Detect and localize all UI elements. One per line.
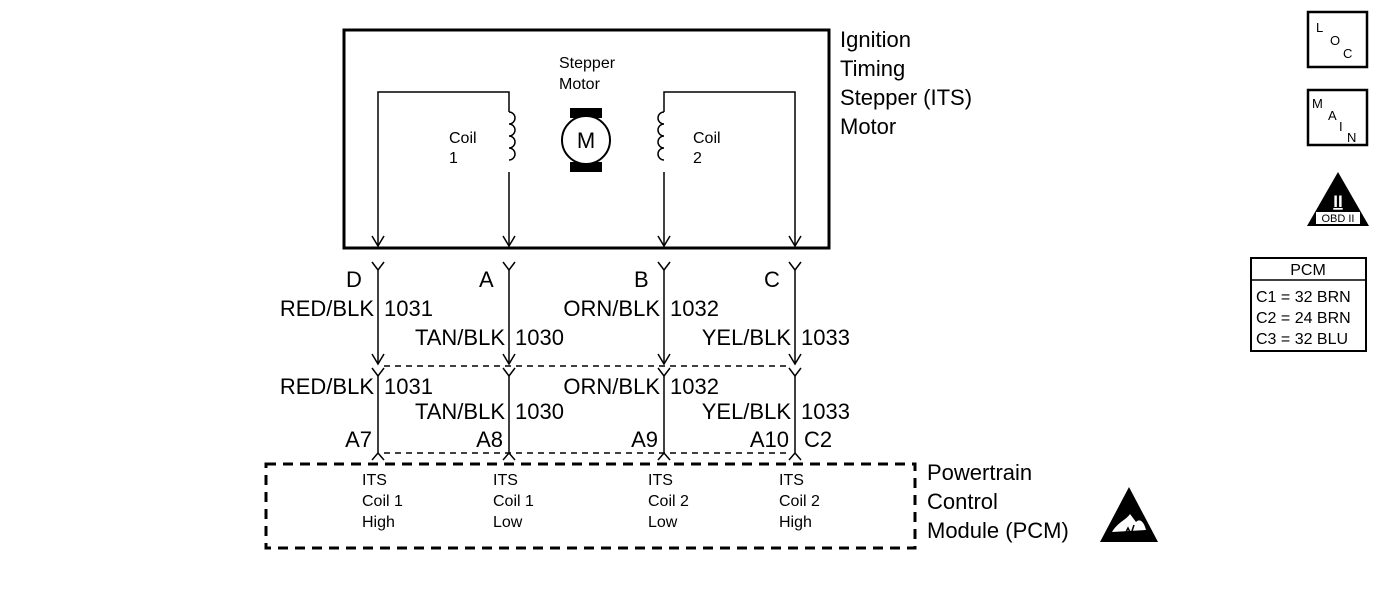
svg-text:A: A (1328, 108, 1337, 123)
svg-text:C1 = 32 BRN: C1 = 32 BRN (1256, 289, 1351, 306)
lower-wire-labels: RED/BLK 1031 TAN/BLK 1030 ORN/BLK 1032 Y… (280, 374, 850, 424)
loc-button[interactable]: L O C (1306, 10, 1369, 69)
wire-runs (371, 261, 802, 461)
svg-text:1033: 1033 (801, 325, 850, 350)
svg-text:A8: A8 (476, 427, 503, 452)
svg-text:A10: A10 (750, 427, 789, 452)
svg-text:ITS: ITS (779, 472, 804, 489)
motor-terminal-arrows (371, 235, 802, 248)
svg-text:ITS: ITS (648, 472, 673, 489)
svg-text:High: High (779, 514, 812, 531)
svg-text:Coil 2: Coil 2 (648, 493, 689, 510)
pcm-terminal-1: ITS Coil 1 High (362, 472, 403, 531)
svg-text:YEL/BLK: YEL/BLK (702, 325, 792, 350)
pcm-connector-table: PCM C1 = 32 BRN C2 = 24 BRN C3 = 32 BLU (1250, 257, 1367, 352)
svg-text:ORN/BLK: ORN/BLK (563, 374, 660, 399)
svg-text:Stepper: Stepper (559, 55, 616, 72)
svg-text:C: C (1343, 46, 1352, 61)
svg-text:Module (PCM): Module (PCM) (927, 518, 1069, 543)
svg-text:Coil 1: Coil 1 (362, 493, 403, 510)
pcm-terminal-4: ITS Coil 2 High (779, 472, 820, 531)
svg-text:1031: 1031 (384, 296, 433, 321)
svg-text:Powertrain: Powertrain (927, 460, 1032, 485)
pcm-connector-pins: A7 A8 A9 A10 C2 (345, 427, 832, 452)
svg-text:Stepper (ITS): Stepper (ITS) (840, 85, 972, 110)
svg-text:II: II (1333, 192, 1342, 211)
svg-text:1032: 1032 (670, 296, 719, 321)
svg-text:OBD II: OBD II (1321, 213, 1354, 225)
upper-wire-labels: RED/BLK 1031 TAN/BLK 1030 ORN/BLK 1032 Y… (280, 296, 850, 350)
svg-text:TAN/BLK: TAN/BLK (415, 325, 505, 350)
svg-text:2: 2 (693, 150, 702, 167)
svg-text:High: High (362, 514, 395, 531)
svg-text:Low: Low (648, 514, 678, 531)
obd-ii-button[interactable]: II OBD II (1307, 172, 1369, 226)
svg-text:I: I (1339, 119, 1343, 134)
coil-2-circuit (657, 91, 796, 246)
svg-text:1032: 1032 (670, 374, 719, 399)
svg-text:1030: 1030 (515, 325, 564, 350)
svg-text:1030: 1030 (515, 399, 564, 424)
esd-warning-icon (1100, 487, 1158, 542)
svg-text:Motor: Motor (840, 114, 896, 139)
svg-text:M: M (577, 128, 595, 153)
svg-text:Coil: Coil (693, 130, 721, 147)
its-motor-box (342, 28, 831, 250)
coil-2-label: Coil 2 (693, 130, 721, 167)
svg-text:Control: Control (927, 489, 998, 514)
svg-text:C3 = 32 BLU: C3 = 32 BLU (1256, 331, 1348, 348)
svg-text:C2 = 24 BRN: C2 = 24 BRN (1256, 310, 1351, 327)
svg-text:YEL/BLK: YEL/BLK (702, 399, 792, 424)
stepper-motor-label: Stepper Motor (559, 55, 616, 93)
svg-text:RED/BLK: RED/BLK (280, 296, 374, 321)
svg-text:Low: Low (493, 514, 523, 531)
its-motor-title: Ignition Timing Stepper (ITS) Motor (840, 27, 972, 139)
pcm-terminal-3: ITS Coil 2 Low (648, 472, 689, 531)
coil-1-circuit (377, 91, 516, 246)
svg-text:Coil: Coil (449, 130, 477, 147)
svg-text:RED/BLK: RED/BLK (280, 374, 374, 399)
svg-text:M: M (1312, 96, 1323, 111)
svg-text:PCM: PCM (1290, 262, 1326, 279)
svg-text:A7: A7 (345, 427, 372, 452)
svg-text:C2: C2 (804, 427, 832, 452)
upper-connector-pins: D A B C (346, 267, 780, 292)
pcm-box (264, 462, 917, 550)
svg-text:L: L (1316, 20, 1323, 35)
svg-text:ORN/BLK: ORN/BLK (563, 296, 660, 321)
svg-text:ITS: ITS (493, 472, 518, 489)
pcm-title: Powertrain Control Module (PCM) (927, 460, 1069, 543)
svg-text:Timing: Timing (840, 56, 905, 81)
svg-text:A: A (479, 267, 494, 292)
svg-text:Motor: Motor (559, 76, 601, 93)
main-button[interactable]: M A I N (1306, 88, 1369, 147)
svg-text:1031: 1031 (384, 374, 433, 399)
svg-text:ITS: ITS (362, 472, 387, 489)
svg-text:D: D (346, 267, 362, 292)
svg-text:Ignition: Ignition (840, 27, 911, 52)
svg-text:Coil 1: Coil 1 (493, 493, 534, 510)
svg-text:O: O (1330, 33, 1340, 48)
svg-text:C: C (764, 267, 780, 292)
pcm-terminal-2: ITS Coil 1 Low (493, 472, 534, 531)
coil-1-label: Coil 1 (449, 130, 477, 167)
svg-text:1033: 1033 (801, 399, 850, 424)
svg-text:A9: A9 (631, 427, 658, 452)
svg-text:1: 1 (449, 150, 458, 167)
motor-symbol-icon: M (561, 108, 611, 172)
svg-text:TAN/BLK: TAN/BLK (415, 399, 505, 424)
svg-text:Coil 2: Coil 2 (779, 493, 820, 510)
svg-text:N: N (1347, 130, 1356, 145)
svg-text:B: B (634, 267, 649, 292)
